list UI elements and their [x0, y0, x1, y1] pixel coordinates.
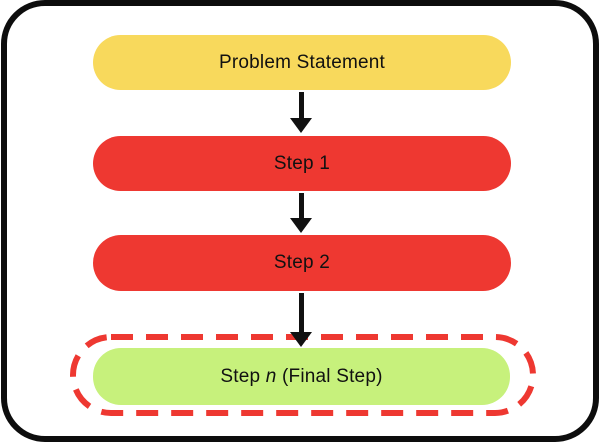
node-final-step-label: Step n (Final Step) — [220, 366, 382, 388]
arrow-shaft — [299, 293, 304, 333]
arrow-head — [290, 332, 312, 347]
arrow-head — [290, 118, 312, 133]
final-step-label-variable: n — [265, 365, 277, 387]
outer-frame — [1, 0, 599, 442]
node-problem-statement-label: Problem Statement — [218, 51, 386, 73]
node-step-1-label: Step 1 — [273, 152, 331, 174]
node-step-1: Step 1 — [93, 136, 511, 191]
arrow-shaft — [299, 92, 304, 119]
arrow-head — [290, 218, 312, 233]
node-step-2: Step 2 — [93, 235, 511, 291]
node-step-2-label: Step 2 — [273, 252, 331, 273]
node-problem-statement: Problem Statement — [93, 35, 511, 90]
arrow-shaft — [299, 193, 304, 219]
final-step-label-suffix: (Final Step) — [276, 365, 383, 387]
node-final-step: Step n (Final Step) — [93, 348, 510, 405]
final-step-label-prefix: Step — [220, 365, 266, 387]
